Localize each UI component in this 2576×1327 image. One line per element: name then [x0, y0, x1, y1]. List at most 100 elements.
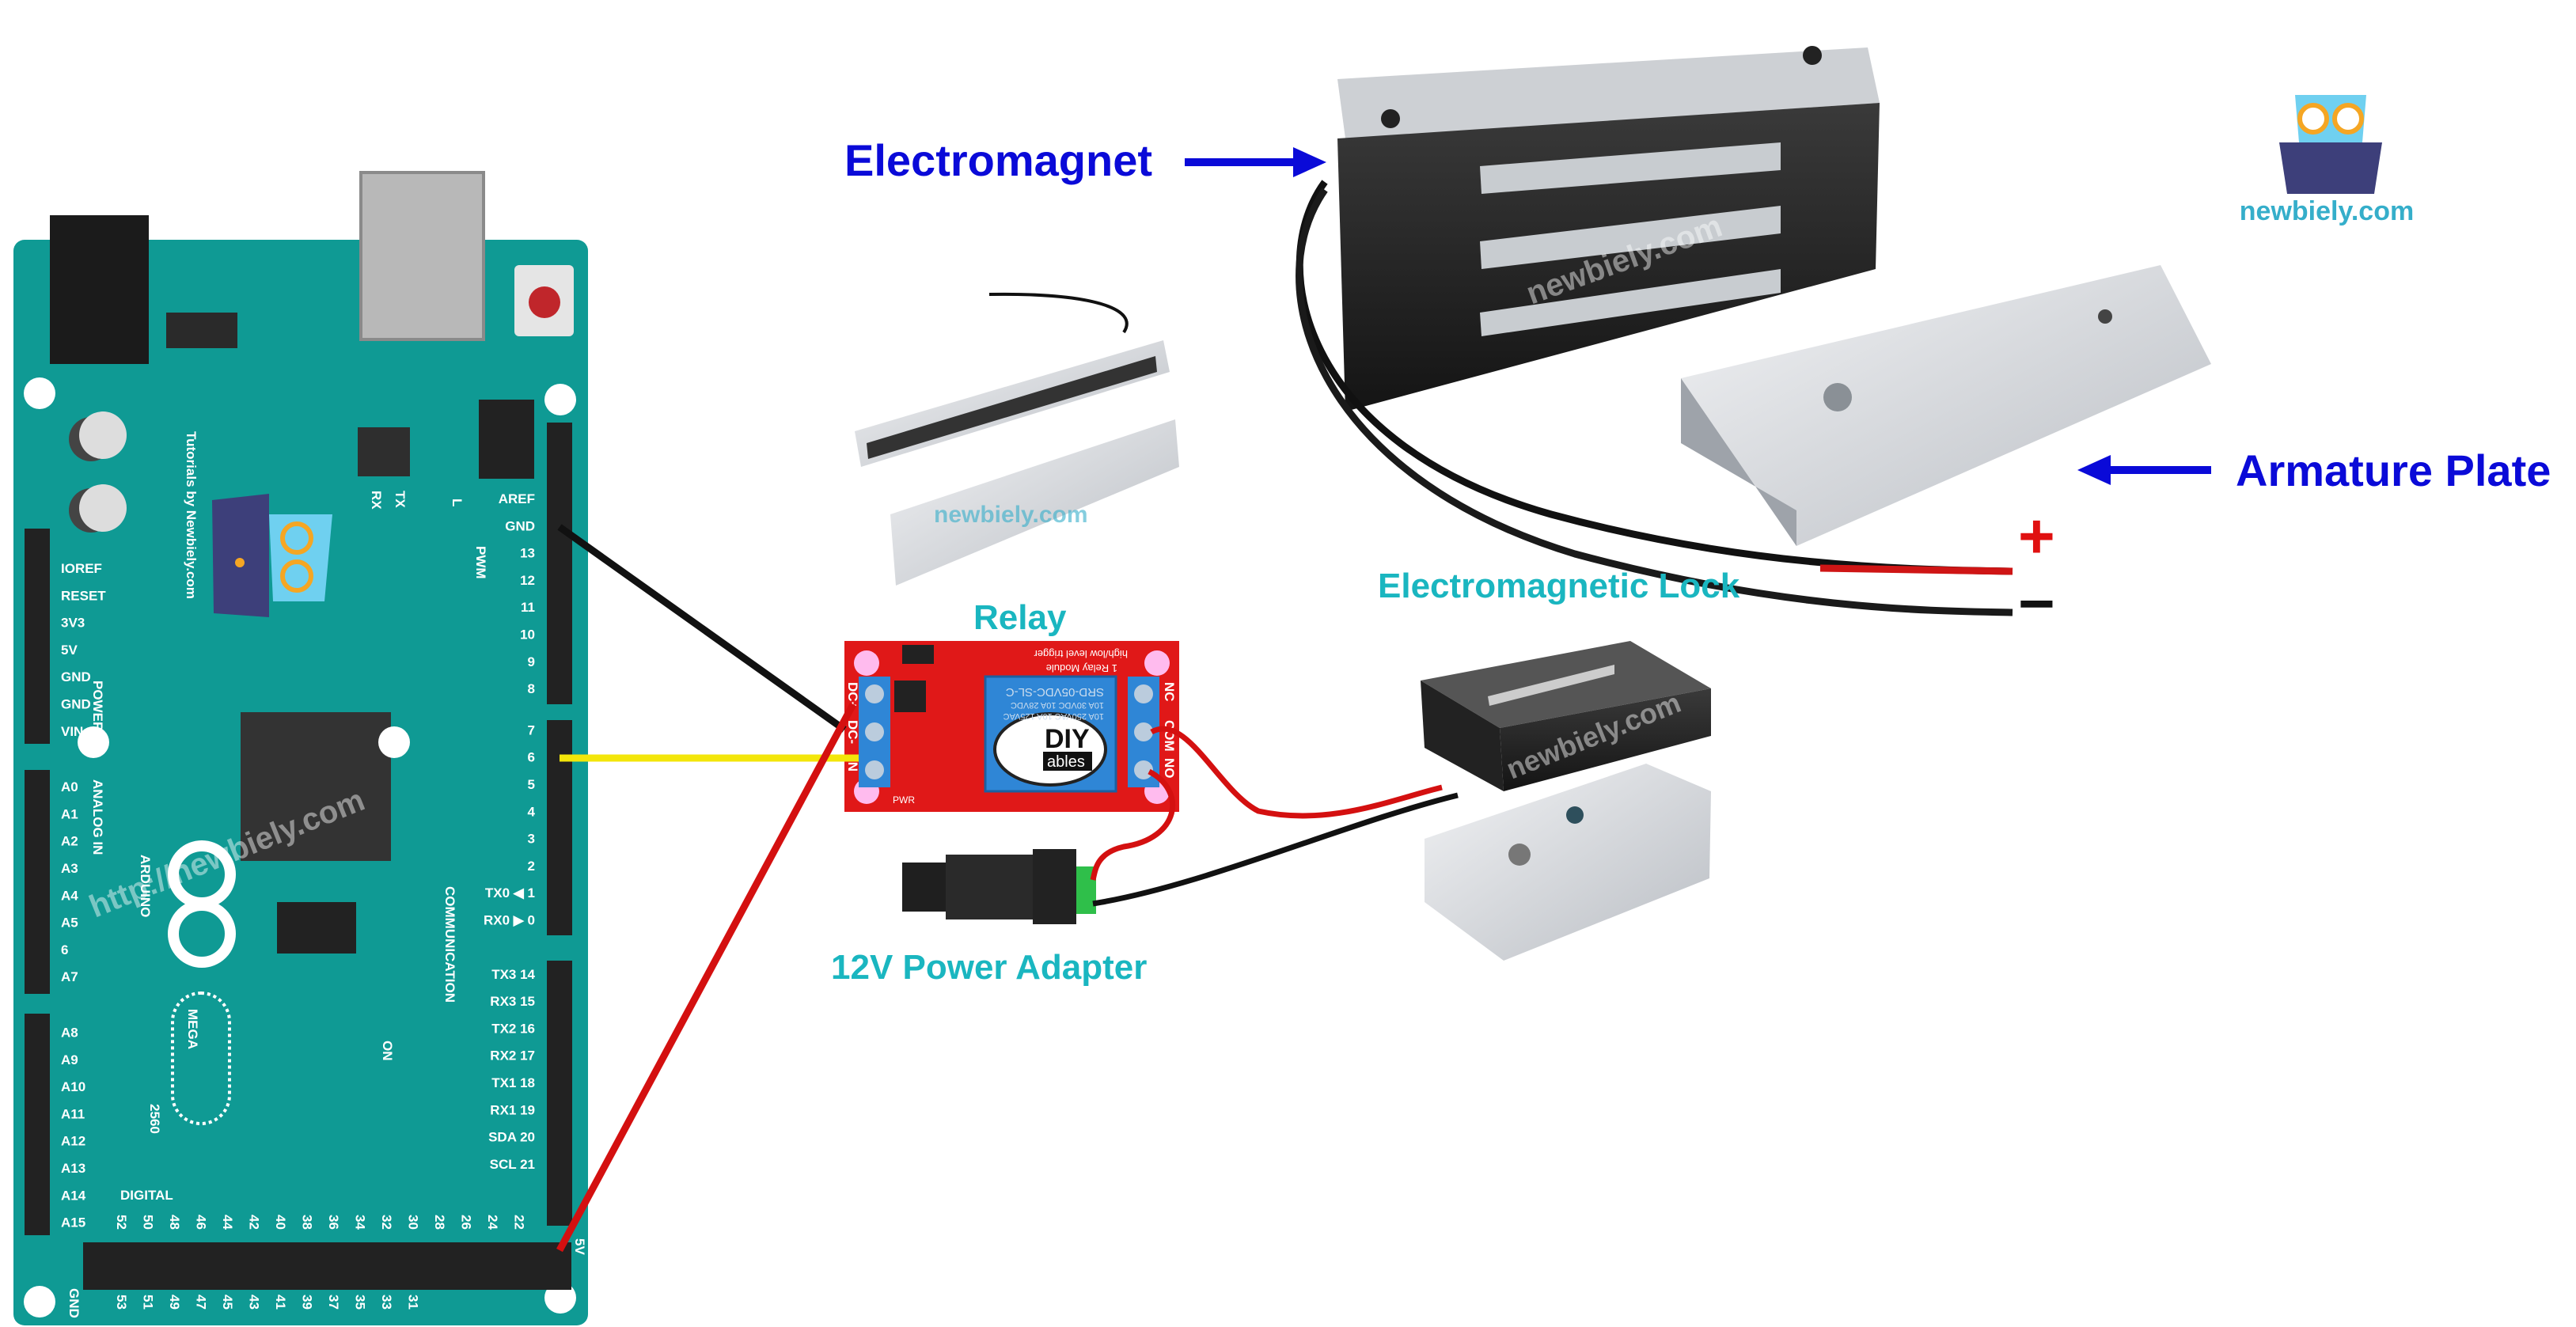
armature-plate-large: [1681, 265, 2211, 546]
gnd-bottom-label: GND: [66, 1288, 82, 1318]
magnetic-lock-photo: newbiely.com: [855, 292, 1179, 586]
relay-title: 1 Relay Module: [1046, 662, 1117, 674]
wire-gnd-black: [557, 524, 847, 733]
left-pin-label: A7: [61, 969, 78, 984]
relay-rating-2: 10A 250VAC 10A 125VAC: [1003, 711, 1104, 721]
digital-pin-label: 48: [167, 1215, 182, 1230]
wire-5v-red: [556, 702, 856, 1253]
relay-module: DIY ables SRD-05VDC-SL-C 10A 30VDC 10A 2…: [844, 641, 1179, 812]
left-pin-label: A2: [61, 834, 78, 849]
right-pin-label: 6: [528, 750, 535, 765]
left-pin-label: A14: [61, 1188, 86, 1203]
relay-brand-bottom: ables: [1047, 753, 1085, 771]
left-pin-label: VIN: [61, 724, 83, 739]
rx-led-label: RX: [369, 491, 384, 510]
right-pin-label: 9: [528, 654, 535, 669]
left-pin-label: A9: [61, 1052, 78, 1067]
analog-section-label: ANALOG IN: [90, 779, 105, 855]
armature-plate-arrow: [2077, 455, 2211, 485]
usb-port: [359, 171, 485, 341]
electromagnetic-lock: newbiely.com: [1421, 641, 1711, 961]
left-pin-label: A10: [61, 1079, 85, 1094]
left-pin-label: GND: [61, 697, 91, 712]
right-pin-label: RX1 19: [490, 1102, 535, 1117]
electromagnet-label: Electromagnet: [844, 135, 1152, 185]
right-pin-label: TX2 16: [491, 1021, 535, 1036]
power-adapter-label: 12V Power Adapter: [831, 948, 1147, 987]
digital-section-label: DIGITAL: [120, 1188, 173, 1203]
electromagnet-large: newbiely.com: [1337, 46, 1880, 411]
digital-pin-label: 51: [141, 1295, 156, 1310]
relay-output-pin-label: NO: [1162, 758, 1177, 779]
digital-pin-label: 43: [247, 1295, 262, 1310]
digital-pin-label: 37: [326, 1295, 341, 1310]
power-section-label: POWER: [90, 681, 105, 731]
tx-led-label: TX: [393, 491, 408, 508]
digital-pin-label: 31: [406, 1295, 421, 1310]
left-pin-label: A11: [61, 1106, 85, 1121]
digital-pin-label: 50: [141, 1215, 156, 1230]
microcontroller-chip: [241, 712, 391, 861]
digital-pin-label: 33: [379, 1295, 394, 1310]
right-pin-label: RX2 17: [490, 1048, 535, 1063]
left-pin-label: A3: [61, 861, 78, 876]
left-pin-label: A5: [61, 916, 78, 931]
right-pin-label: 13: [520, 546, 535, 561]
digital-pin-label: 34: [353, 1215, 368, 1230]
digital-pin-label: 49: [167, 1295, 182, 1310]
right-pin-label: 2: [528, 859, 535, 874]
left-pin-label: A4: [61, 888, 78, 903]
left-pin-label: RESET: [61, 588, 106, 603]
wire-adapter-to-lock-black: [1092, 792, 1459, 907]
digital-pin-label: 38: [300, 1215, 315, 1230]
right-pin-label: AREF: [499, 491, 535, 506]
relay-rating-1: 10A 30VDC 10A 28VDC: [1011, 700, 1104, 710]
right-pin-label: 5: [528, 777, 535, 792]
arduino-mega-board: Tutorials by Newbiely.com http://newbiel…: [13, 171, 588, 1325]
power-adapter-jack: 12V Power Adapter: [831, 849, 1147, 987]
left-pin-label: A13: [61, 1161, 85, 1176]
right-pin-label: TX3 14: [491, 967, 535, 982]
digital-pin-label: 53: [114, 1295, 129, 1310]
right-pin-label: RX0 ▶ 0: [484, 913, 535, 928]
digital-pin-label: 35: [353, 1295, 368, 1310]
right-pin-label: SDA 20: [488, 1130, 535, 1145]
lock-photo-watermark: newbiely.com: [934, 502, 1088, 528]
arduino-model: MEGA: [185, 1009, 200, 1049]
electromagnet-arrow: [1185, 147, 1326, 177]
digital-pin-label: 36: [326, 1215, 341, 1230]
digital-pin-label: 41: [273, 1295, 288, 1310]
pwm-section-label: PWM: [473, 546, 488, 579]
on-led-label: ON: [380, 1041, 395, 1061]
left-pin-label: 5V: [61, 643, 78, 658]
digital-pin-label: 26: [459, 1215, 474, 1230]
l-led-label: L: [450, 499, 465, 506]
arduino-logo: [168, 840, 236, 968]
digital-pin-label: 28: [432, 1215, 447, 1230]
newbiely-logo: newbiely.com: [2240, 95, 2414, 226]
left-pin-label: A12: [61, 1134, 85, 1149]
arduino-brand: ARDUINO: [138, 855, 153, 917]
relay-pwr-label: PWR: [893, 794, 915, 806]
digital-pin-label: 42: [247, 1215, 262, 1230]
digital-pin-label: 24: [485, 1215, 500, 1230]
owl-logo: [212, 494, 332, 617]
relay-model: SRD-05VDC-SL-C: [1006, 685, 1104, 699]
left-pin-label: 3V3: [61, 616, 85, 631]
wire-no-to-adapter-red: [1090, 768, 1176, 881]
relay-brand-top: DIY: [1045, 724, 1090, 754]
left-pin-label: A15: [61, 1215, 85, 1230]
left-pin-label: A8: [61, 1026, 78, 1041]
logo-text: newbiely.com: [2240, 196, 2414, 226]
armature-plate-small: [1425, 764, 1711, 961]
digital-pin-label: 22: [512, 1215, 527, 1230]
right-pin-label: 11: [521, 600, 535, 615]
left-pin-label: IOREF: [61, 561, 102, 576]
model-number: 2560: [147, 1104, 162, 1134]
right-pin-label: 4: [528, 804, 536, 819]
digital-pin-label: 47: [194, 1295, 209, 1310]
left-pin-label: 6: [61, 942, 68, 957]
digital-pin-label: 40: [273, 1215, 288, 1230]
